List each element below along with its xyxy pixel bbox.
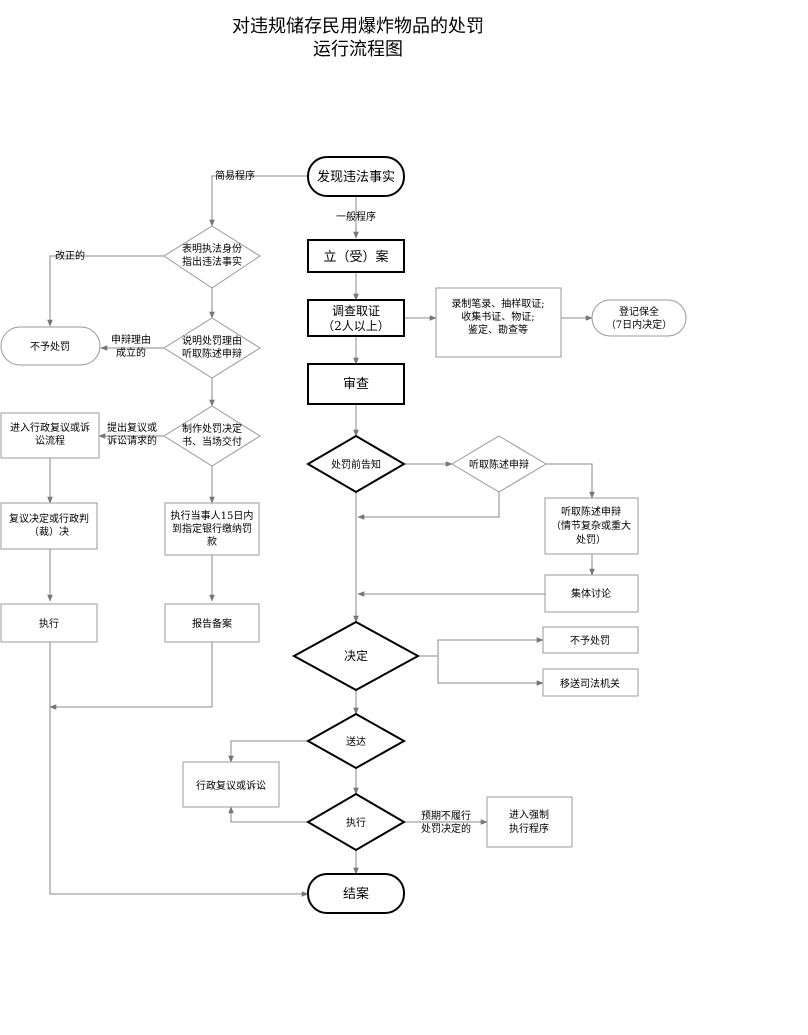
node-evidence-label-3: 鉴定、勘查等: [468, 323, 528, 336]
node-deliver-label: 送达: [346, 735, 366, 748]
title-line-2: 运行流程图: [313, 39, 403, 60]
label-appeal-note-2: 诉讼请求的: [107, 434, 157, 447]
node-collective: 集体讨论: [544, 574, 639, 613]
title-line-1: 对违规储存民用爆炸物品的处罚: [232, 16, 484, 37]
label-corrected: 改正的: [55, 249, 85, 262]
node-investigate: 调查取证 （2人以上）: [307, 299, 405, 337]
node-show-id-label-1: 表明执法身份: [182, 242, 242, 255]
node-report-label: 报告备案: [192, 617, 232, 630]
node-no-penalty-left: 不予处罚: [0, 326, 101, 366]
node-filing-label: 立（受）案: [323, 250, 388, 265]
node-evidence: 录制笔录、抽样取证; 收集书证、物证; 鉴定、勘查等: [435, 287, 562, 358]
node-hearing: 听取陈述申辩 （情节复杂或重大 处罚）: [544, 497, 639, 555]
label-defense-ok-2: 成立的: [116, 346, 146, 359]
label-fail-note-2: 处罚决定的: [421, 822, 471, 835]
label-fail-note-1: 预期不履行: [421, 809, 471, 822]
node-review-result-label-1: 复议决定或行政判: [9, 512, 89, 525]
edge-decision-nopenalty: [418, 637, 544, 657]
node-hearing-label-3: 处罚）: [576, 534, 606, 546]
edge-decision-transfer: [437, 656, 544, 686]
node-execute-label: 执行: [346, 816, 366, 829]
node-no-penalty-right: 不予处罚: [542, 626, 639, 654]
node-no-penalty-right-label: 不予处罚: [570, 635, 610, 647]
node-close-label: 结案: [343, 887, 369, 902]
node-enter-review-label-2: 讼流程: [35, 434, 65, 447]
edge-hear-hearing: [546, 463, 595, 499]
node-enforce: 进入强制 执行程序: [486, 796, 573, 848]
node-review-result: 复议决定或行政判 （裁）决: [0, 502, 98, 550]
node-register: 登记保全 （7日内决定）: [591, 299, 687, 337]
edge-hear-return: [357, 492, 500, 520]
node-evidence-label-2: 收集书证、物证;: [461, 310, 534, 323]
node-pay-label-1: 执行当事人15日内: [171, 509, 254, 522]
node-enforce-label-1: 进入强制: [509, 808, 549, 821]
node-enter-review: 进入行政复议或诉 讼流程: [0, 412, 100, 459]
node-make-decision-label-2: 书、当场交付: [182, 435, 242, 448]
edge-showid-nopenalty: [47, 255, 164, 327]
label-simple-procedure: 简易程序: [215, 169, 255, 182]
node-execute: 执行: [306, 792, 406, 852]
node-close: 结案: [307, 873, 405, 914]
node-hearing-label-2: （情节复杂或重大: [551, 519, 631, 532]
node-hearing-label-1: 听取陈述申辩: [561, 505, 621, 518]
node-explain: 说明处罚理由 听取陈述申辩: [163, 317, 261, 379]
node-discover: 发现违法事实: [307, 156, 405, 197]
node-execute-left-label: 执行: [39, 617, 59, 630]
node-explain-label-2: 听取陈述申辩: [182, 347, 242, 360]
node-review-result-label-2: （裁）决: [29, 525, 69, 538]
node-review: 审查: [307, 363, 405, 405]
node-make-decision-label-1: 制作处罚决定: [182, 422, 242, 435]
node-pay: 执行当事人15日内 到指定银行缴纳罚 款: [164, 502, 260, 556]
node-show-id: 表明执法身份 指出违法事实: [163, 225, 261, 289]
node-transfer-label: 移送司法机关: [560, 677, 620, 690]
node-deliver: 送达: [305, 712, 407, 770]
node-execute-left: 执行: [0, 603, 98, 643]
node-explain-label-1: 说明处罚理由: [182, 334, 242, 347]
node-investigate-label-2: （2人以上）: [322, 319, 390, 333]
node-admin-review: 行政复议或诉讼: [182, 761, 280, 808]
node-filing: 立（受）案: [307, 239, 405, 273]
edge-execute-adminreview: [228, 806, 308, 823]
node-make-decision: 制作处罚决定 书、当场交付: [163, 405, 261, 467]
node-pay-label-3: 款: [207, 535, 217, 548]
node-enforce-label-2: 执行程序: [509, 822, 549, 835]
node-show-id-label-2: 指出违法事实: [182, 255, 242, 268]
node-transfer: 移送司法机关: [542, 668, 639, 697]
node-pay-label-2: 到指定银行缴纳罚: [172, 522, 252, 535]
node-evidence-label-1: 录制笔录、抽样取证;: [451, 297, 544, 310]
node-register-label-1: 登记保全: [619, 305, 659, 318]
node-report: 报告备案: [164, 603, 260, 643]
edge-deliver-adminreview: [228, 740, 308, 763]
edge-executeleft-close: [49, 642, 309, 897]
node-hear-statement-label: 听取陈述申辩: [469, 458, 529, 471]
node-discover-label: 发现违法事实: [317, 169, 395, 185]
label-general-procedure: 一般程序: [336, 210, 376, 223]
node-admin-review-label: 行政复议或诉讼: [196, 779, 266, 792]
node-pre-notice-label: 处罚前告知: [331, 458, 381, 471]
label-defense-ok-1: 申辩理由: [111, 333, 151, 346]
connectors: [47, 175, 595, 897]
node-decision-label: 决定: [344, 648, 368, 663]
node-no-penalty-left-label: 不予处罚: [30, 341, 70, 353]
edge-simple-procedure: [209, 175, 308, 227]
node-decision: 决定: [291, 620, 421, 692]
node-collective-label: 集体讨论: [571, 587, 611, 600]
node-review-label: 审查: [343, 377, 369, 392]
label-appeal-note-1: 提出复议或: [107, 421, 157, 434]
node-investigate-label-1: 调查取证: [332, 304, 380, 318]
node-pre-notice: 处罚前告知: [306, 434, 406, 494]
node-hear-statement: 听取陈述申辩: [451, 435, 547, 493]
node-register-label-2: （7日内决定）: [606, 318, 672, 331]
edge-report-merge: [49, 642, 213, 710]
node-enter-review-label-1: 进入行政复议或诉: [10, 421, 90, 434]
